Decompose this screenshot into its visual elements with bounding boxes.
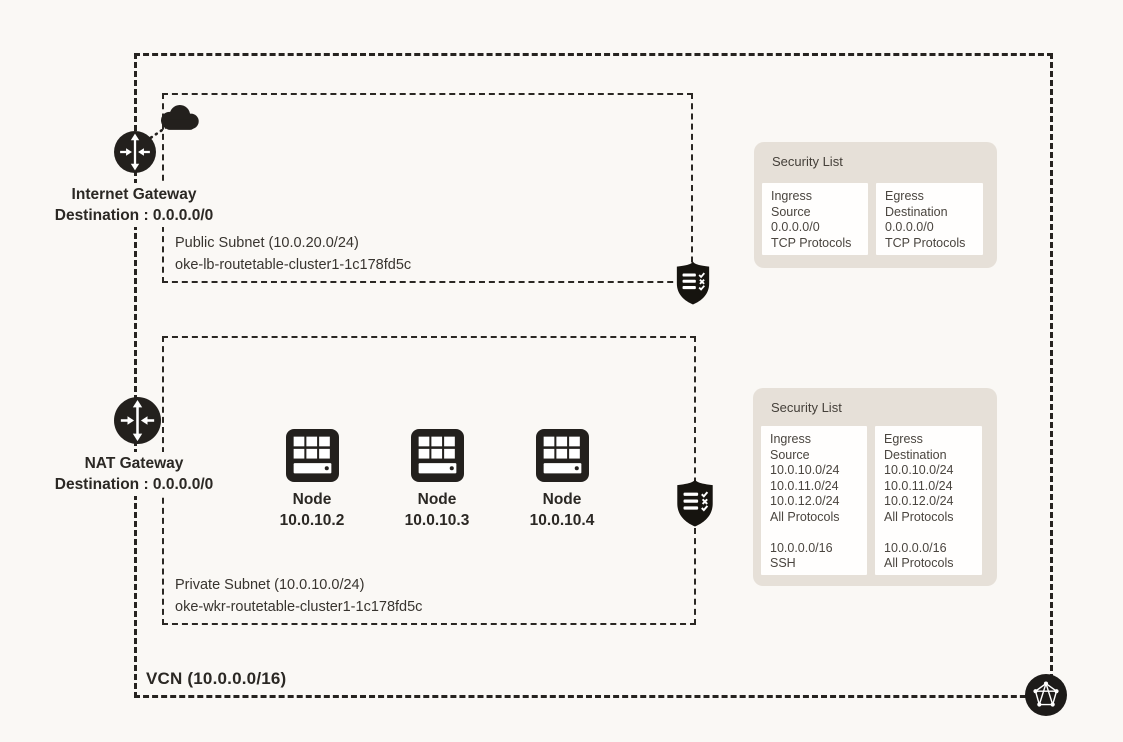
rule-line: Destination [884,447,947,462]
node-ip: 10.0.10.4 [529,512,595,529]
public-subnet-title: Public Subnet (10.0.20.0/24) [175,235,359,251]
node-ip: 10.0.10.2 [279,512,345,529]
internet-gateway-name: Internet Gateway [71,186,197,203]
rule-line: 10.0.0.0/16 [884,540,947,555]
internet-gateway-label: Internet Gateway Destination : 0.0.0.0/0 [30,183,238,227]
nat-gateway-name: NAT Gateway [84,455,184,472]
nat-gateway-label: NAT Gateway Destination : 0.0.0.0/0 [28,452,240,496]
rule-line: 10.0.11.0/24 [884,478,953,493]
vcn-boundary [134,53,1053,698]
server-grid-icon [285,429,339,482]
node-ip: 10.0.10.3 [404,512,470,529]
nat-gateway-icon [114,397,161,444]
rule-line: Source [771,204,811,219]
rule-line: 10.0.12.0/24 [770,494,840,508]
rule-line: Ingress [771,189,812,203]
rule-line: TCP Protocols [771,235,852,250]
vcn-label: VCN (10.0.0.0/16) [146,669,287,688]
private-subnet-label: Private Subnet (10.0.10.0/24) oke-wkr-ro… [175,575,427,618]
rule-line: Destination [885,204,948,219]
node-name: Node [292,491,332,508]
cloud-icon [161,105,199,130]
private-security-list-shield-icon [677,479,713,527]
server-grid-icon [535,429,589,482]
node-2: Node 10.0.10.3 [377,429,497,531]
rule-line: TCP Protocols [885,235,966,250]
rule-line: 0.0.0.0/0 [885,220,934,234]
server-grid-icon [410,429,464,482]
public-subnet-label: Public Subnet (10.0.20.0/24) oke-lb-rout… [175,233,416,276]
nat-gateway-destination: Destination : 0.0.0.0/0 [54,476,214,493]
rule-line: Ingress [770,432,811,446]
node-label: Node 10.0.10.4 [502,489,622,531]
rule-line [770,525,863,541]
rule-line: 10.0.11.0/24 [770,478,839,493]
node-1: Node 10.0.10.2 [252,429,372,531]
rule-line: SSH [770,556,796,570]
public-security-list-shield-icon [676,261,710,305]
rule-line [884,525,978,541]
private-subnet-route-table: oke-wkr-routetable-cluster1-1c178fd5c [175,598,423,615]
rule-line: 10.0.10.0/24 [884,463,954,477]
rule-line: Egress [885,189,924,203]
rule-line: All Protocols [884,556,954,570]
rule-line: 10.0.12.0/24 [884,494,954,508]
security-list-title: Security List [772,154,843,169]
vcn-network-mesh-icon [1025,674,1067,716]
rule-line: 0.0.0.0/0 [771,220,820,234]
private-subnet-title: Private Subnet (10.0.10.0/24) [175,577,365,593]
node-name: Node [542,491,582,508]
internet-gateway-destination: Destination : 0.0.0.0/0 [54,207,214,224]
security-list-title: Security List [771,400,842,415]
node-3: Node 10.0.10.4 [502,429,622,531]
node-label: Node 10.0.10.2 [252,489,372,531]
node-name: Node [417,491,457,508]
rule-line: 10.0.10.0/24 [770,463,840,477]
rule-line: 10.0.0.0/16 [770,540,833,555]
rule-line: Egress [884,432,923,446]
rule-line: All Protocols [770,509,840,524]
public-subnet-route-table: oke-lb-routetable-cluster1-1c178fd5c [175,256,412,273]
internet-gateway-icon [114,131,156,173]
rule-line: All Protocols [884,509,954,524]
node-label: Node 10.0.10.3 [377,489,497,531]
rule-line: Source [770,447,810,462]
